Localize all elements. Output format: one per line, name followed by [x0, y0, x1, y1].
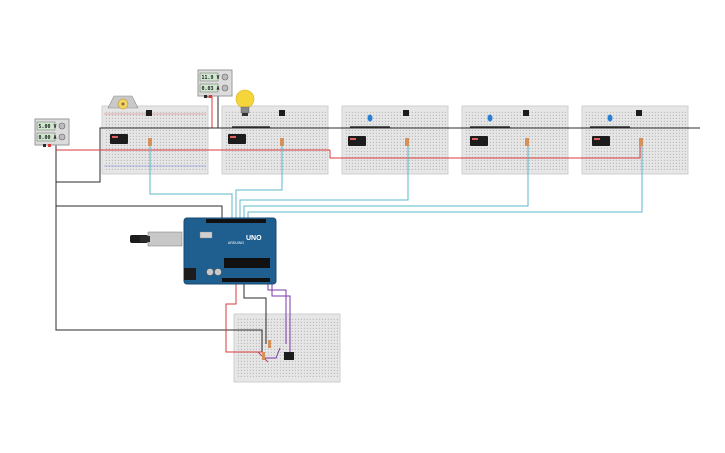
psu-left-voltage: 5.00 V — [39, 124, 57, 130]
power-jack-icon — [184, 268, 196, 280]
atmega-chip — [224, 258, 270, 268]
transistor-group — [146, 110, 642, 116]
relay-icon — [110, 134, 610, 146]
arduino-brand-label: ARDUINO — [228, 241, 244, 245]
resistors — [148, 138, 643, 146]
voltage-knob-icon[interactable] — [221, 73, 229, 81]
light-bulb-icon — [235, 89, 255, 116]
current-knob-icon[interactable] — [58, 133, 66, 141]
bottom-components — [262, 340, 294, 360]
arduino-uno-board: UNO ARDUINO — [183, 217, 277, 285]
ic-chip-icon — [284, 352, 294, 360]
usb-connector-icon — [130, 231, 183, 247]
breadboard-bottom — [233, 313, 341, 383]
led-icon — [367, 114, 613, 122]
analog-header — [222, 278, 270, 282]
breadboard-1 — [101, 105, 209, 175]
power-supply-top: 11.9 V 0.03 A — [197, 69, 233, 98]
psu-top-current: 0.03 A — [202, 86, 220, 92]
psu-top-voltage: 11.9 V — [202, 75, 220, 81]
power-supply-left: 5.00 V 0.00 A — [34, 118, 70, 147]
dc-motor-icon — [107, 95, 139, 110]
wires — [55, 90, 700, 363]
voltage-knob-icon[interactable] — [58, 122, 66, 130]
digital-header — [206, 219, 266, 223]
arduino-model-label: UNO — [246, 235, 262, 242]
breadboard-5 — [581, 105, 689, 175]
psu-left-current: 0.00 A — [39, 135, 57, 141]
current-knob-icon[interactable] — [221, 84, 229, 92]
